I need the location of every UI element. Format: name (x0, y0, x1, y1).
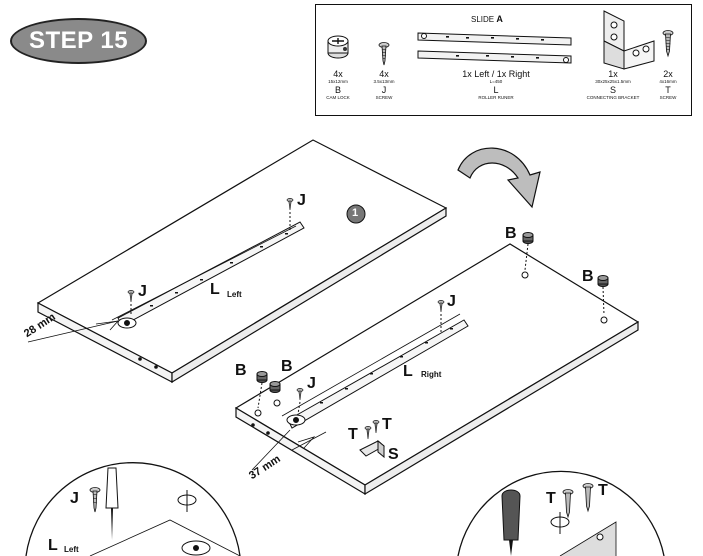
part-code: J (381, 85, 387, 95)
callout-t-2: T (382, 416, 392, 433)
slide-title-text: SLIDE (471, 15, 495, 24)
panel-number-circle (346, 204, 366, 224)
part-code: L (493, 85, 499, 95)
roller-runner-icon (417, 32, 572, 64)
screw-j-icon (378, 42, 390, 66)
part-qty: 1x (608, 69, 618, 79)
part-size: 4x16mm (659, 79, 677, 84)
callout-b-top: B (505, 225, 517, 242)
screw-j-right-bottom (296, 388, 304, 401)
callout-l-left: L (210, 281, 220, 298)
callout-t-detail-1: T (546, 490, 556, 507)
part-size: 30x25x25x1.5mm (595, 79, 631, 84)
cam-lock-b-right (597, 275, 609, 287)
callout-l-detail: L (48, 537, 58, 554)
callout-left-text: Left (227, 290, 242, 299)
step-badge: STEP 15 (10, 18, 147, 64)
part-qty: 4x (333, 69, 343, 79)
right-panel (234, 243, 640, 496)
part-qty: 4x (379, 69, 389, 79)
screw-t-1 (364, 426, 372, 440)
cam-lock-icon (327, 35, 349, 59)
connecting-bracket-icon (603, 10, 655, 70)
bracket-s (359, 439, 385, 459)
screw-t-2 (372, 420, 380, 434)
callout-j-right-top: J (447, 293, 456, 310)
callout-j-left-top: J (297, 192, 306, 209)
parts-list-box: SLIDE A (315, 4, 692, 116)
callout-right-text: Right (421, 370, 442, 379)
callout-b-right: B (582, 268, 594, 285)
part-screw-t: 2x 4x16mm T SCREW (648, 69, 688, 101)
callout-b-left-1: B (235, 362, 247, 379)
callout-left-detail-text: Left (64, 545, 79, 554)
panel-number: 1 (352, 207, 359, 219)
part-qty: 1x Left / 1x Right (462, 69, 530, 79)
slide-title: SLIDE A (471, 14, 503, 24)
part-name: CONNECTING BRACKET (586, 95, 640, 100)
part-cam-lock: 4x 15x12mm B CAM LOCK (318, 69, 358, 101)
part-name: ROLLER RUNER (478, 95, 514, 100)
left-runner-rail (111, 221, 305, 329)
screw-j-left-top (286, 198, 294, 211)
screw-j-left-bottom (127, 290, 135, 303)
part-code: T (665, 85, 671, 95)
part-roller-runner: 1x Left / 1x Right L=450 L ROLLER RUNER (436, 69, 556, 101)
part-name: SCREW (375, 95, 393, 100)
part-code: B (334, 85, 341, 95)
cam-lock-b-left-1 (256, 371, 268, 383)
flip-arrow-icon (457, 147, 541, 209)
parts-artwork (327, 10, 674, 70)
callout-t-1: T (348, 426, 358, 443)
part-code: S (609, 85, 616, 95)
screw-j-right-top (437, 300, 445, 313)
part-name: CAM LOCK (326, 95, 350, 100)
slide-letter: A (496, 14, 503, 24)
screw-t-icon (662, 30, 674, 58)
callout-s: S (388, 446, 399, 463)
part-size: 3.5x13mm (373, 79, 395, 84)
part-name: SCREW (659, 95, 677, 100)
part-connecting-bracket: 1x 30x25x25x1.5mm S CONNECTING BRACKET (578, 69, 648, 101)
cam-lock-b-top (522, 232, 534, 244)
detail-circle-right (457, 470, 665, 556)
right-runner-rail (281, 313, 469, 429)
cam-lock-b-left-2 (269, 381, 281, 393)
callout-j-detail: J (70, 490, 79, 507)
step-label: STEP 15 (28, 27, 129, 54)
callout-b-left-2: B (281, 358, 293, 375)
detail-circle-left (25, 462, 241, 556)
callout-j-right-bottom: J (307, 375, 316, 392)
part-qty: 2x (663, 69, 673, 79)
callout-l-right: L (403, 363, 413, 380)
callout-t-detail-2: T (598, 482, 608, 499)
part-screw-j: 4x 3.5x13mm J SCREW (364, 69, 404, 101)
callout-j-left-bottom: J (138, 283, 147, 300)
part-size: L=450 (489, 79, 503, 84)
part-size: 15x12mm (328, 79, 348, 84)
